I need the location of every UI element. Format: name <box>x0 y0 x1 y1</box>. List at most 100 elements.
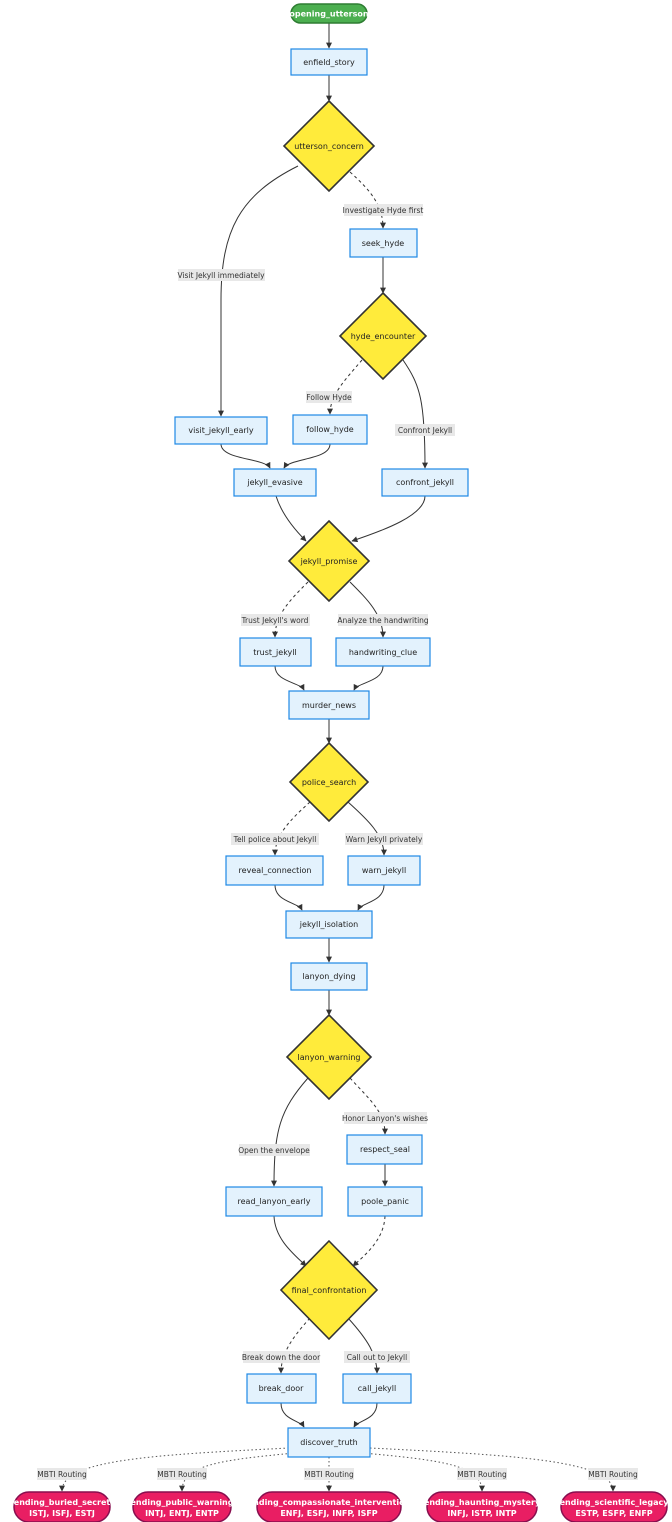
decision-final-confrontation[interactable]: final_confrontation <box>279 1239 379 1341</box>
svg-text:Honor Lanyon's wishes: Honor Lanyon's wishes <box>342 1114 428 1123</box>
edge-label-call-out: Call out to Jekyll <box>344 1351 410 1363</box>
node-trust-jekyll[interactable]: trust_jekyll <box>239 637 312 667</box>
node-discover-truth[interactable]: discover_truth <box>287 1427 371 1458</box>
svg-text:lanyon_warning: lanyon_warning <box>298 1053 361 1062</box>
node-read-lanyon-early[interactable]: read_lanyon_early <box>225 1186 323 1217</box>
edge-label-investigate-hyde: Investigate Hyde first <box>343 204 424 216</box>
node-enfield-story[interactable]: enfield_story <box>290 48 368 76</box>
edge-label-mbti-3: MBTI Routing <box>304 1468 354 1480</box>
svg-text:murder_news: murder_news <box>302 701 356 710</box>
svg-text:handwriting_clue: handwriting_clue <box>349 648 417 657</box>
edge-label-confront-jekyll: Confront Jekyll <box>395 424 455 436</box>
svg-text:break_door: break_door <box>259 1384 305 1393</box>
edge-break-discover <box>280 1402 305 1428</box>
svg-text:jekyll_evasive: jekyll_evasive <box>246 478 302 487</box>
svg-text:MBTI Routing: MBTI Routing <box>304 1470 354 1479</box>
node-call-jekyll[interactable]: call_jekyll <box>342 1373 412 1404</box>
edge-handwriting-murder <box>353 665 384 691</box>
ending-compassionate-intervention[interactable]: ending_compassionate_intervention ENFJ, … <box>248 1491 411 1522</box>
svg-text:hyde_encounter: hyde_encounter <box>351 332 416 341</box>
node-seek-hyde[interactable]: seek_hyde <box>349 228 418 258</box>
svg-text:ending_scientific_legacy: ending_scientific_legacy <box>560 1498 670 1507</box>
svg-text:ESTP, ESFP, ENFP: ESTP, ESFP, ENFP <box>575 1509 652 1518</box>
svg-text:opening_utterson: opening_utterson <box>289 10 368 19</box>
svg-text:Confront Jekyll: Confront Jekyll <box>398 426 452 435</box>
node-jekyll-isolation[interactable]: jekyll_isolation <box>285 910 373 939</box>
svg-text:visit_jekyll_early: visit_jekyll_early <box>188 426 253 435</box>
svg-text:Break down the door: Break down the door <box>242 1353 321 1362</box>
decision-hyde-encounter[interactable]: hyde_encounter <box>338 291 428 381</box>
ending-scientific-legacy[interactable]: ending_scientific_legacy ESTP, ESFP, ENF… <box>560 1491 670 1522</box>
edge-warning-read <box>271 1077 309 1187</box>
edge-promise-trust <box>272 581 309 638</box>
node-confront-jekyll[interactable]: confront_jekyll <box>381 468 469 497</box>
edge-concern-seek <box>349 171 386 229</box>
edge-label-open-envelope: Open the envelope <box>238 1144 310 1156</box>
svg-text:Follow Hyde: Follow Hyde <box>306 393 352 402</box>
svg-text:MBTI Routing: MBTI Routing <box>157 1470 207 1479</box>
svg-text:warn_jekyll: warn_jekyll <box>362 866 406 875</box>
node-poole-panic[interactable]: poole_panic <box>347 1186 423 1217</box>
ending-haunting-mystery[interactable]: ending_haunting_mystery INFJ, ISTP, INTP <box>424 1491 541 1522</box>
node-reveal-connection[interactable]: reveal_connection <box>225 855 324 886</box>
edge-label-analyze-handwriting: Analyze the handwriting <box>337 614 429 626</box>
edge-encounter-follow <box>327 359 363 415</box>
edge-label-mbti-1: MBTI Routing <box>37 1468 87 1480</box>
node-handwriting-clue[interactable]: handwriting_clue <box>335 637 431 667</box>
svg-text:seek_hyde: seek_hyde <box>362 239 405 248</box>
edge-promise-handwriting <box>349 581 386 638</box>
edge-visit-evasive <box>220 443 271 469</box>
svg-text:Trust Jekyll's word: Trust Jekyll's word <box>241 616 309 625</box>
svg-text:ending_compassionate_intervent: ending_compassionate_intervention <box>248 1498 411 1507</box>
decision-jekyll-promise[interactable]: jekyll_promise <box>287 519 371 603</box>
edge-labels: Investigate Hyde first Visit Jekyll imme… <box>37 204 638 1480</box>
node-respect-seal[interactable]: respect_seal <box>346 1134 423 1165</box>
svg-text:enfield_story: enfield_story <box>303 58 355 67</box>
svg-text:jekyll_promise: jekyll_promise <box>300 557 358 566</box>
svg-text:ending_haunting_mystery: ending_haunting_mystery <box>424 1498 541 1507</box>
edge-final-break <box>278 1317 311 1374</box>
svg-text:ending_buried_secret: ending_buried_secret <box>14 1498 111 1507</box>
edge-label-visit-jekyll: Visit Jekyll immediately <box>177 269 265 281</box>
edge-label-tell-police: Tell police about Jekyll <box>231 833 319 845</box>
svg-text:MBTI Routing: MBTI Routing <box>37 1470 87 1479</box>
node-warn-jekyll[interactable]: warn_jekyll <box>347 855 421 886</box>
svg-text:Open the envelope: Open the envelope <box>238 1146 310 1155</box>
edge-encounter-confront <box>402 359 428 469</box>
svg-text:read_lanyon_early: read_lanyon_early <box>238 1197 311 1206</box>
svg-text:Warn Jekyll privately: Warn Jekyll privately <box>346 835 423 844</box>
decision-police-search[interactable]: police_search <box>288 741 370 823</box>
node-visit-jekyll-early[interactable]: visit_jekyll_early <box>174 416 268 445</box>
svg-text:lanyon_dying: lanyon_dying <box>302 972 355 981</box>
node-break-door[interactable]: break_door <box>246 1373 317 1404</box>
ending-public-warning[interactable]: ending_public_warning INTJ, ENTJ, ENTP <box>131 1491 234 1522</box>
svg-text:jekyll_isolation: jekyll_isolation <box>299 920 358 929</box>
edge-call-discover <box>353 1402 378 1428</box>
node-lanyon-dying[interactable]: lanyon_dying <box>290 962 368 991</box>
edge-concern-visit <box>218 165 299 417</box>
svg-text:MBTI Routing: MBTI Routing <box>457 1470 507 1479</box>
decision-lanyon-warning[interactable]: lanyon_warning <box>285 1013 373 1101</box>
edge-reveal-isolation <box>274 884 303 911</box>
edge-label-mbti-4: MBTI Routing <box>457 1468 507 1480</box>
ending-buried-secret[interactable]: ending_buried_secret ISTJ, ISFJ, ESTJ <box>13 1491 111 1522</box>
svg-text:police_search: police_search <box>302 778 356 787</box>
edge-warning-respect <box>349 1077 388 1135</box>
svg-text:ending_public_warning: ending_public_warning <box>131 1498 234 1507</box>
decision-utterson-concern[interactable]: utterson_concern <box>282 99 376 193</box>
svg-text:Tell police about Jekyll: Tell police about Jekyll <box>233 835 317 844</box>
step-nodes: enfield_story seek_hyde visit_jekyll_ear… <box>174 48 469 1458</box>
ending-nodes: ending_buried_secret ISTJ, ISFJ, ESTJ en… <box>13 1491 670 1522</box>
svg-text:trust_jekyll: trust_jekyll <box>253 648 296 657</box>
start-node-opening-utterson[interactable]: opening_utterson <box>289 3 369 24</box>
edge-evasive-promise <box>275 495 307 542</box>
svg-text:confront_jekyll: confront_jekyll <box>396 478 454 487</box>
svg-text:reveal_connection: reveal_connection <box>239 866 312 875</box>
svg-text:Investigate Hyde first: Investigate Hyde first <box>343 206 424 215</box>
node-jekyll-evasive[interactable]: jekyll_evasive <box>233 468 317 497</box>
edge-warn-isolation <box>357 884 385 911</box>
edge-confront-promise <box>351 495 426 543</box>
node-murder-news[interactable]: murder_news <box>288 690 370 720</box>
node-follow-hyde[interactable]: follow_hyde <box>292 414 368 445</box>
